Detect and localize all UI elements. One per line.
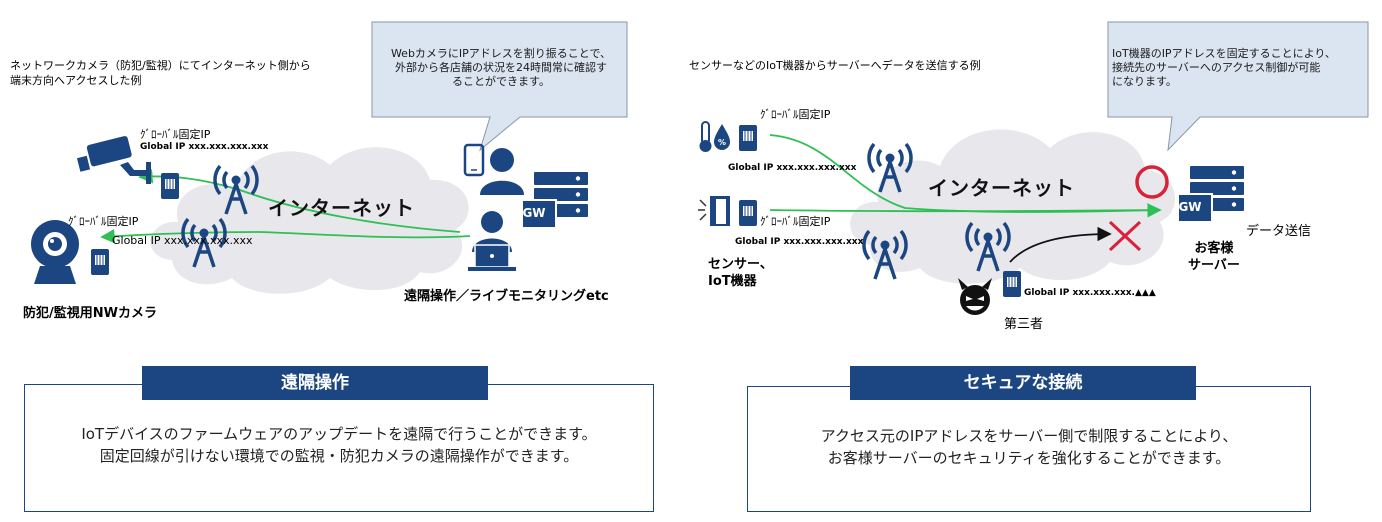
left-header: 遠隔操作 [142, 366, 488, 400]
smartphone-icon [463, 143, 485, 177]
right-caption: センサーなどのIoT機器からサーバーへデータを送信する例 [689, 59, 981, 72]
webcam-icon [31, 220, 79, 284]
right-callout-line-3: になります。 [1112, 75, 1177, 88]
server-label: お客様 サーバー [1188, 240, 1240, 274]
third-party-label: 第三者 [1004, 317, 1044, 332]
left-global-ip-label-2: ｸﾞﾛｰﾊﾞﾙ固定IP [68, 215, 139, 228]
thermometer-icon [699, 121, 712, 152]
left-desc-line-1: IoTデバイスのファームウェアのアップデートを遠隔で行うことができます。 [81, 425, 597, 443]
left-global-ip-value-2: Global IP xxx.xxx.xxx.xxx [112, 234, 253, 247]
right-desc-box: アクセス元のIPアドレスをサーバー側で制限することにより、 お客様サーバーのセキ… [747, 386, 1311, 512]
third-party-arrow [1009, 226, 1112, 263]
left-callout-line-1: WebカメラにIPアドレスを割り振ることで、 [390, 47, 612, 60]
right-global-ip-value-1: Global IP xxx.xxx.xxx.xxx [728, 163, 857, 173]
right-callout-line-2: 接続先のサーバーへのアクセス制御が可能 [1112, 61, 1321, 74]
remote-label: 遠隔操作／ライブモニタリングetc [404, 289, 609, 304]
left-caption: ネットワークカメラ（防犯/監視）にてインターネット側から 端末方向へアクセスした… [10, 59, 311, 87]
blocked-x-icon [1108, 220, 1142, 252]
left-cloud [150, 147, 469, 294]
right-green-arrow-top [769, 134, 1162, 218]
right-callout-bubble [1107, 21, 1369, 152]
left-desc-line-2: 固定回線が引けない環境での監視・防犯カメラの遠隔操作ができます。 [99, 447, 579, 465]
user-icon [480, 148, 524, 195]
left-sim-2-icon [90, 248, 110, 276]
sensor-label: センサー、 IoT機器 [708, 256, 773, 290]
third-party-devil-icon [958, 278, 992, 315]
server-label-line-2: サーバー [1188, 258, 1240, 273]
right-header: セキュアな接続 [850, 366, 1196, 400]
right-sim-2-icon [738, 199, 758, 227]
right-desc-line-2: お客様サーバーのセキュリティを強化することができます。 [827, 449, 1231, 467]
third-party-ip: Global IP xxx.xxx.xxx.▲▲▲ [1024, 288, 1156, 298]
sensor-label-line-1: センサー、 [708, 257, 773, 272]
security-camera-icon [77, 136, 151, 184]
right-sim-3-icon [1002, 270, 1022, 298]
left-cloud-label: インターネット [268, 196, 415, 220]
right-green-arrow-bottom [769, 209, 1161, 213]
left-callout-line-3: ることができます。 [452, 75, 550, 88]
svg-text:%: % [718, 138, 726, 147]
sensor-label-line-2: IoT機器 [708, 274, 757, 289]
left-callout-bubble [371, 21, 628, 152]
left-sim-1-icon [160, 172, 180, 200]
left-callout-text: WebカメラにIPアドレスを割り振ることで、 外部から各店舗の状況を24時間常に… [376, 47, 626, 89]
right-cloud [850, 129, 1176, 284]
laptop-user-icon [468, 211, 516, 271]
humidity-drop-icon: % [714, 124, 730, 150]
right-callout-text: IoT機器のIPアドレスを固定することにより、 接続先のサーバーへのアクセス制御… [1112, 47, 1364, 89]
door-sensor-icon [698, 196, 730, 226]
data-send-label: データ送信 [1246, 224, 1312, 239]
camera-label: 防犯/監視用NWカメラ [23, 306, 157, 321]
allowed-circle-icon [1135, 165, 1169, 199]
right-global-ip-label-2: ｸﾞﾛｰﾊﾞﾙ固定IP [760, 215, 831, 228]
left-global-ip-label-1: ｸﾞﾛｰﾊﾞﾙ固定IP [140, 128, 211, 141]
right-callout-line-1: IoT機器のIPアドレスを固定することにより、 [1112, 47, 1336, 60]
left-green-arrow-bottom [100, 229, 471, 244]
right-desc-line-1: アクセス元のIPアドレスをサーバー側で制限することにより、 [820, 427, 1238, 445]
right-gw-label: GW [1178, 200, 1202, 214]
left-global-ip-value-1: Global IP xxx.xxx.xxx.xxx [140, 142, 269, 152]
left-gw-label: GW [522, 206, 546, 220]
right-sim-1-icon [738, 124, 758, 152]
right-global-ip-value-2: Global IP xxx.xxx.xxx.xxx [735, 237, 864, 247]
left-callout-line-2: 外部から各店舗の状況を24時間常に確認す [395, 61, 607, 74]
left-desc-box: IoTデバイスのファームウェアのアップデートを遠隔で行うことができます。 固定回… [24, 384, 654, 512]
server-label-line-1: お客様 [1194, 241, 1234, 256]
right-cloud-label: インターネット [928, 176, 1075, 200]
right-global-ip-label-1: ｸﾞﾛｰﾊﾞﾙ固定IP [760, 108, 831, 121]
